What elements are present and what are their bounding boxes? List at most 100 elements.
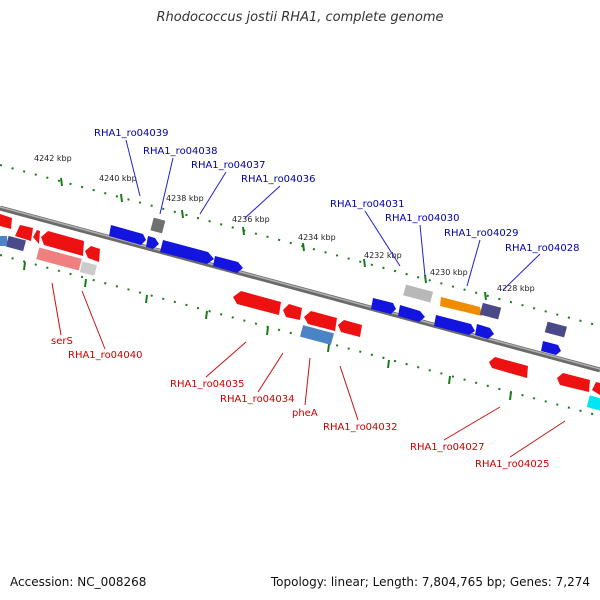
gene-ro04038-small[interactable] [150,217,166,234]
gene-pheA[interactable] [299,325,335,345]
gene-right-red-edge[interactable] [592,382,600,395]
tick-4242 [60,177,63,187]
lower-tick-1 [23,261,26,271]
tick-4228 [484,291,487,301]
leader-ro04032 [339,365,359,421]
gene-ro04038[interactable] [146,236,159,249]
gene-ro04037[interactable] [160,240,214,264]
gene-left-red-big[interactable] [41,231,84,256]
gene-left-red-3[interactable] [33,230,40,244]
label-serS: serS [51,336,73,347]
tick-label-4242: 4242 kbp [34,154,72,163]
gene-ro04036[interactable] [213,256,243,273]
label-ro04034: RHA1_ro04034 [220,394,295,405]
lower-tick-7 [387,359,390,369]
lower-tick-6 [327,343,330,353]
gene-left-red-small[interactable] [85,246,100,262]
gene-ro04027[interactable] [489,357,528,378]
label-ro04038: RHA1_ro04038 [143,146,218,157]
tick-4232 [363,258,366,268]
leader-ro04028 [502,253,541,291]
label-ro04039: RHA1_ro04039 [94,128,169,139]
genome-backbone [0,205,600,373]
label-ro04027: RHA1_ro04027 [410,442,485,453]
gene-ro04028b[interactable] [475,324,494,339]
genome-summary-text: Topology: linear; Length: 7,804,765 bp; … [270,575,590,589]
gene-ro04040[interactable] [79,261,98,276]
label-ro04031: RHA1_ro04031 [330,199,405,210]
gene-right-cyan[interactable] [586,395,600,411]
accession-text: Accession: NC_008268 [10,575,147,589]
lower-major-ticks [23,261,512,401]
upper-tick-track [0,164,600,327]
tick-4230 [424,274,427,284]
tick-4234 [302,242,305,252]
label-ro04040: RHA1_ro04040 [68,350,143,361]
leader-ro04039 [125,139,141,197]
gene-ro04029[interactable] [440,297,482,316]
tick-label-4240: 4240 kbp [99,174,137,183]
tick-4238 [181,209,184,219]
leader-ro04037 [199,171,227,215]
lower-tick-8 [448,375,451,385]
label-ro04028: RHA1_ro04028 [505,243,580,254]
lower-tick-4 [205,310,208,320]
gene-ro04031b[interactable] [398,305,425,322]
tick-label-4238: 4238 kbp [166,194,204,203]
gene-left-purple[interactable] [5,235,26,252]
forward-genes [0,217,567,355]
top-leader-lines [125,139,541,291]
genome-backbone-highlight [0,206,600,370]
label-ro04032: RHA1_ro04032 [323,422,398,433]
gene-serS[interactable] [36,247,82,271]
leader-ro04029 [466,239,481,287]
bottom-leader-lines [51,282,566,458]
leader-serS [51,282,62,336]
leader-ro04027 [443,406,501,441]
gene-ro04032[interactable] [338,320,362,337]
label-ro04035: RHA1_ro04035 [170,379,245,390]
tick-label-4236: 4236 kbp [232,215,270,224]
gene-ro04035[interactable] [233,291,281,315]
tick-label-4228: 4228 kbp [497,284,535,293]
gene-ro04030 [403,284,434,303]
lower-tick-9 [509,391,512,401]
lower-tick-3 [145,294,148,304]
label-ro04036: RHA1_ro04036 [241,174,316,185]
leader-ro04034 [257,352,284,393]
gene-purple-right[interactable] [544,321,567,338]
leader-ro04036 [244,185,281,219]
gene-left-cyan[interactable] [0,236,7,246]
map-title: Rhodococcus jostii RHA1, complete genome [156,10,444,25]
gene-ro04028a[interactable] [434,315,475,335]
leader-ro04031 [364,210,401,267]
gene-ro04025[interactable] [557,373,590,392]
leader-ro04038 [159,157,174,215]
leader-ro04040 [81,290,106,350]
leader-pheA [304,357,311,406]
tick-4240 [120,193,123,203]
tick-label-4234: 4234 kbp [298,233,336,242]
gene-ro04031[interactable] [371,298,396,314]
upper-major-ticks [60,177,487,301]
gene-left-red-2[interactable] [15,225,33,241]
lower-tick-track [0,254,600,417]
gene-ro04029b[interactable] [479,302,502,320]
leader-ro04035 [205,341,247,378]
lower-tick-5 [266,326,269,336]
leader-ro04030 [419,224,426,277]
tick-label-4232: 4232 kbp [364,251,402,260]
label-ro04025: RHA1_ro04025 [475,459,550,470]
leader-ro04025 [509,420,566,458]
gene-ro04034[interactable] [283,304,302,320]
gene-ro04033[interactable] [304,311,337,331]
tick-4236 [242,226,245,236]
lower-tick-2 [84,278,87,288]
label-ro04029: RHA1_ro04029 [444,228,519,239]
gene-left-red-1[interactable] [0,214,12,229]
gene-ro04039[interactable] [109,225,146,245]
label-ro04037: RHA1_ro04037 [191,160,266,171]
tick-label-4230: 4230 kbp [430,268,468,277]
gene-right-blue[interactable] [541,341,561,355]
